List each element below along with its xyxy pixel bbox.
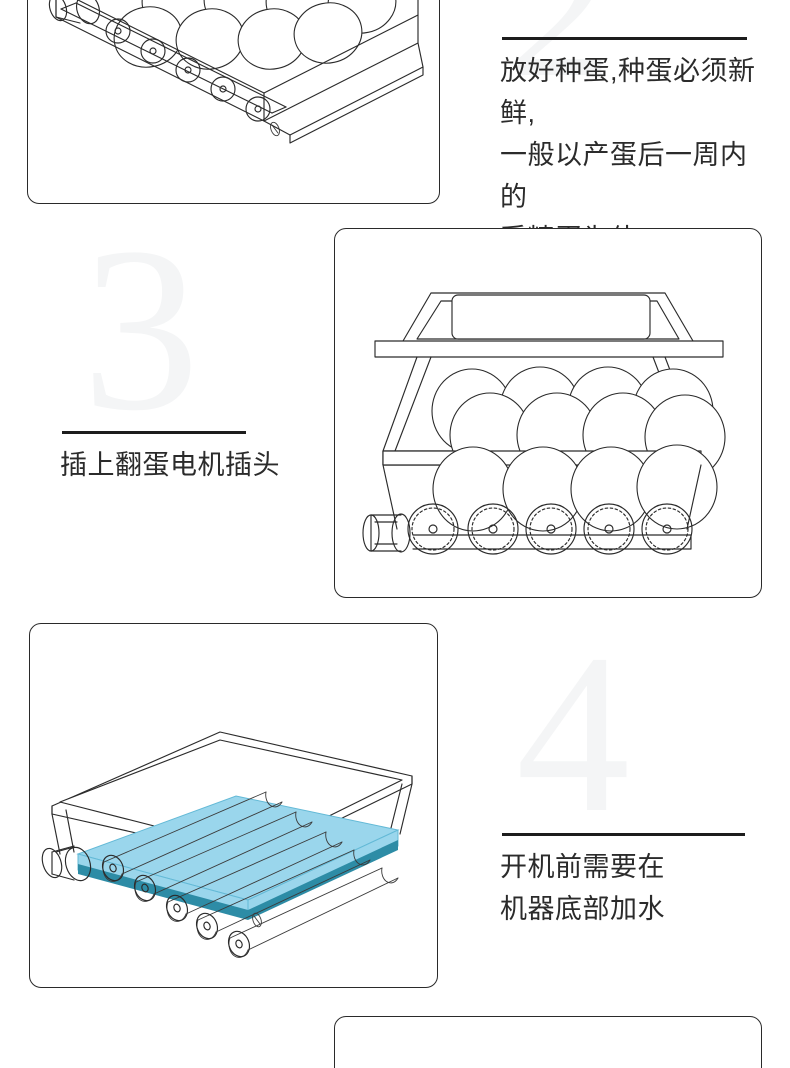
incubator-base-with-water — [41, 731, 413, 958]
step-3-illustration-panel — [334, 228, 762, 598]
step-3-watermark: 3 — [82, 199, 200, 459]
egg-tray-with-eggs-isometric — [48, 0, 424, 144]
step-4-caption: 开机前需要在 机器底部加水 — [500, 852, 665, 924]
turning-motor — [41, 845, 92, 882]
step-3-caption: 插上翻蛋电机插头 — [60, 450, 280, 480]
water-surface — [76, 795, 400, 920]
step-4-divider — [502, 833, 745, 836]
gear-group — [407, 503, 693, 555]
step-2-illustration-panel — [27, 0, 440, 204]
incubator-front-view-with-motor — [362, 292, 726, 555]
step-3-divider — [62, 431, 246, 434]
step-2-divider — [502, 37, 747, 40]
step-2-text-block: 2 放好种蛋,种蛋必须新鲜, 一般以产蛋后一周内的 受精蛋为佳 — [500, 0, 760, 254]
step-4-text-block: 4 开机前需要在 机器底部加水 — [500, 620, 760, 924]
step-5-illustration-panel — [334, 1016, 762, 1068]
next-step-illustration — [335, 1017, 762, 1068]
step-4-watermark: 4 — [516, 608, 630, 860]
step-4-illustration-panel — [29, 623, 438, 988]
step-3-text-block: 3 插上翻蛋电机插头 — [60, 212, 320, 516]
